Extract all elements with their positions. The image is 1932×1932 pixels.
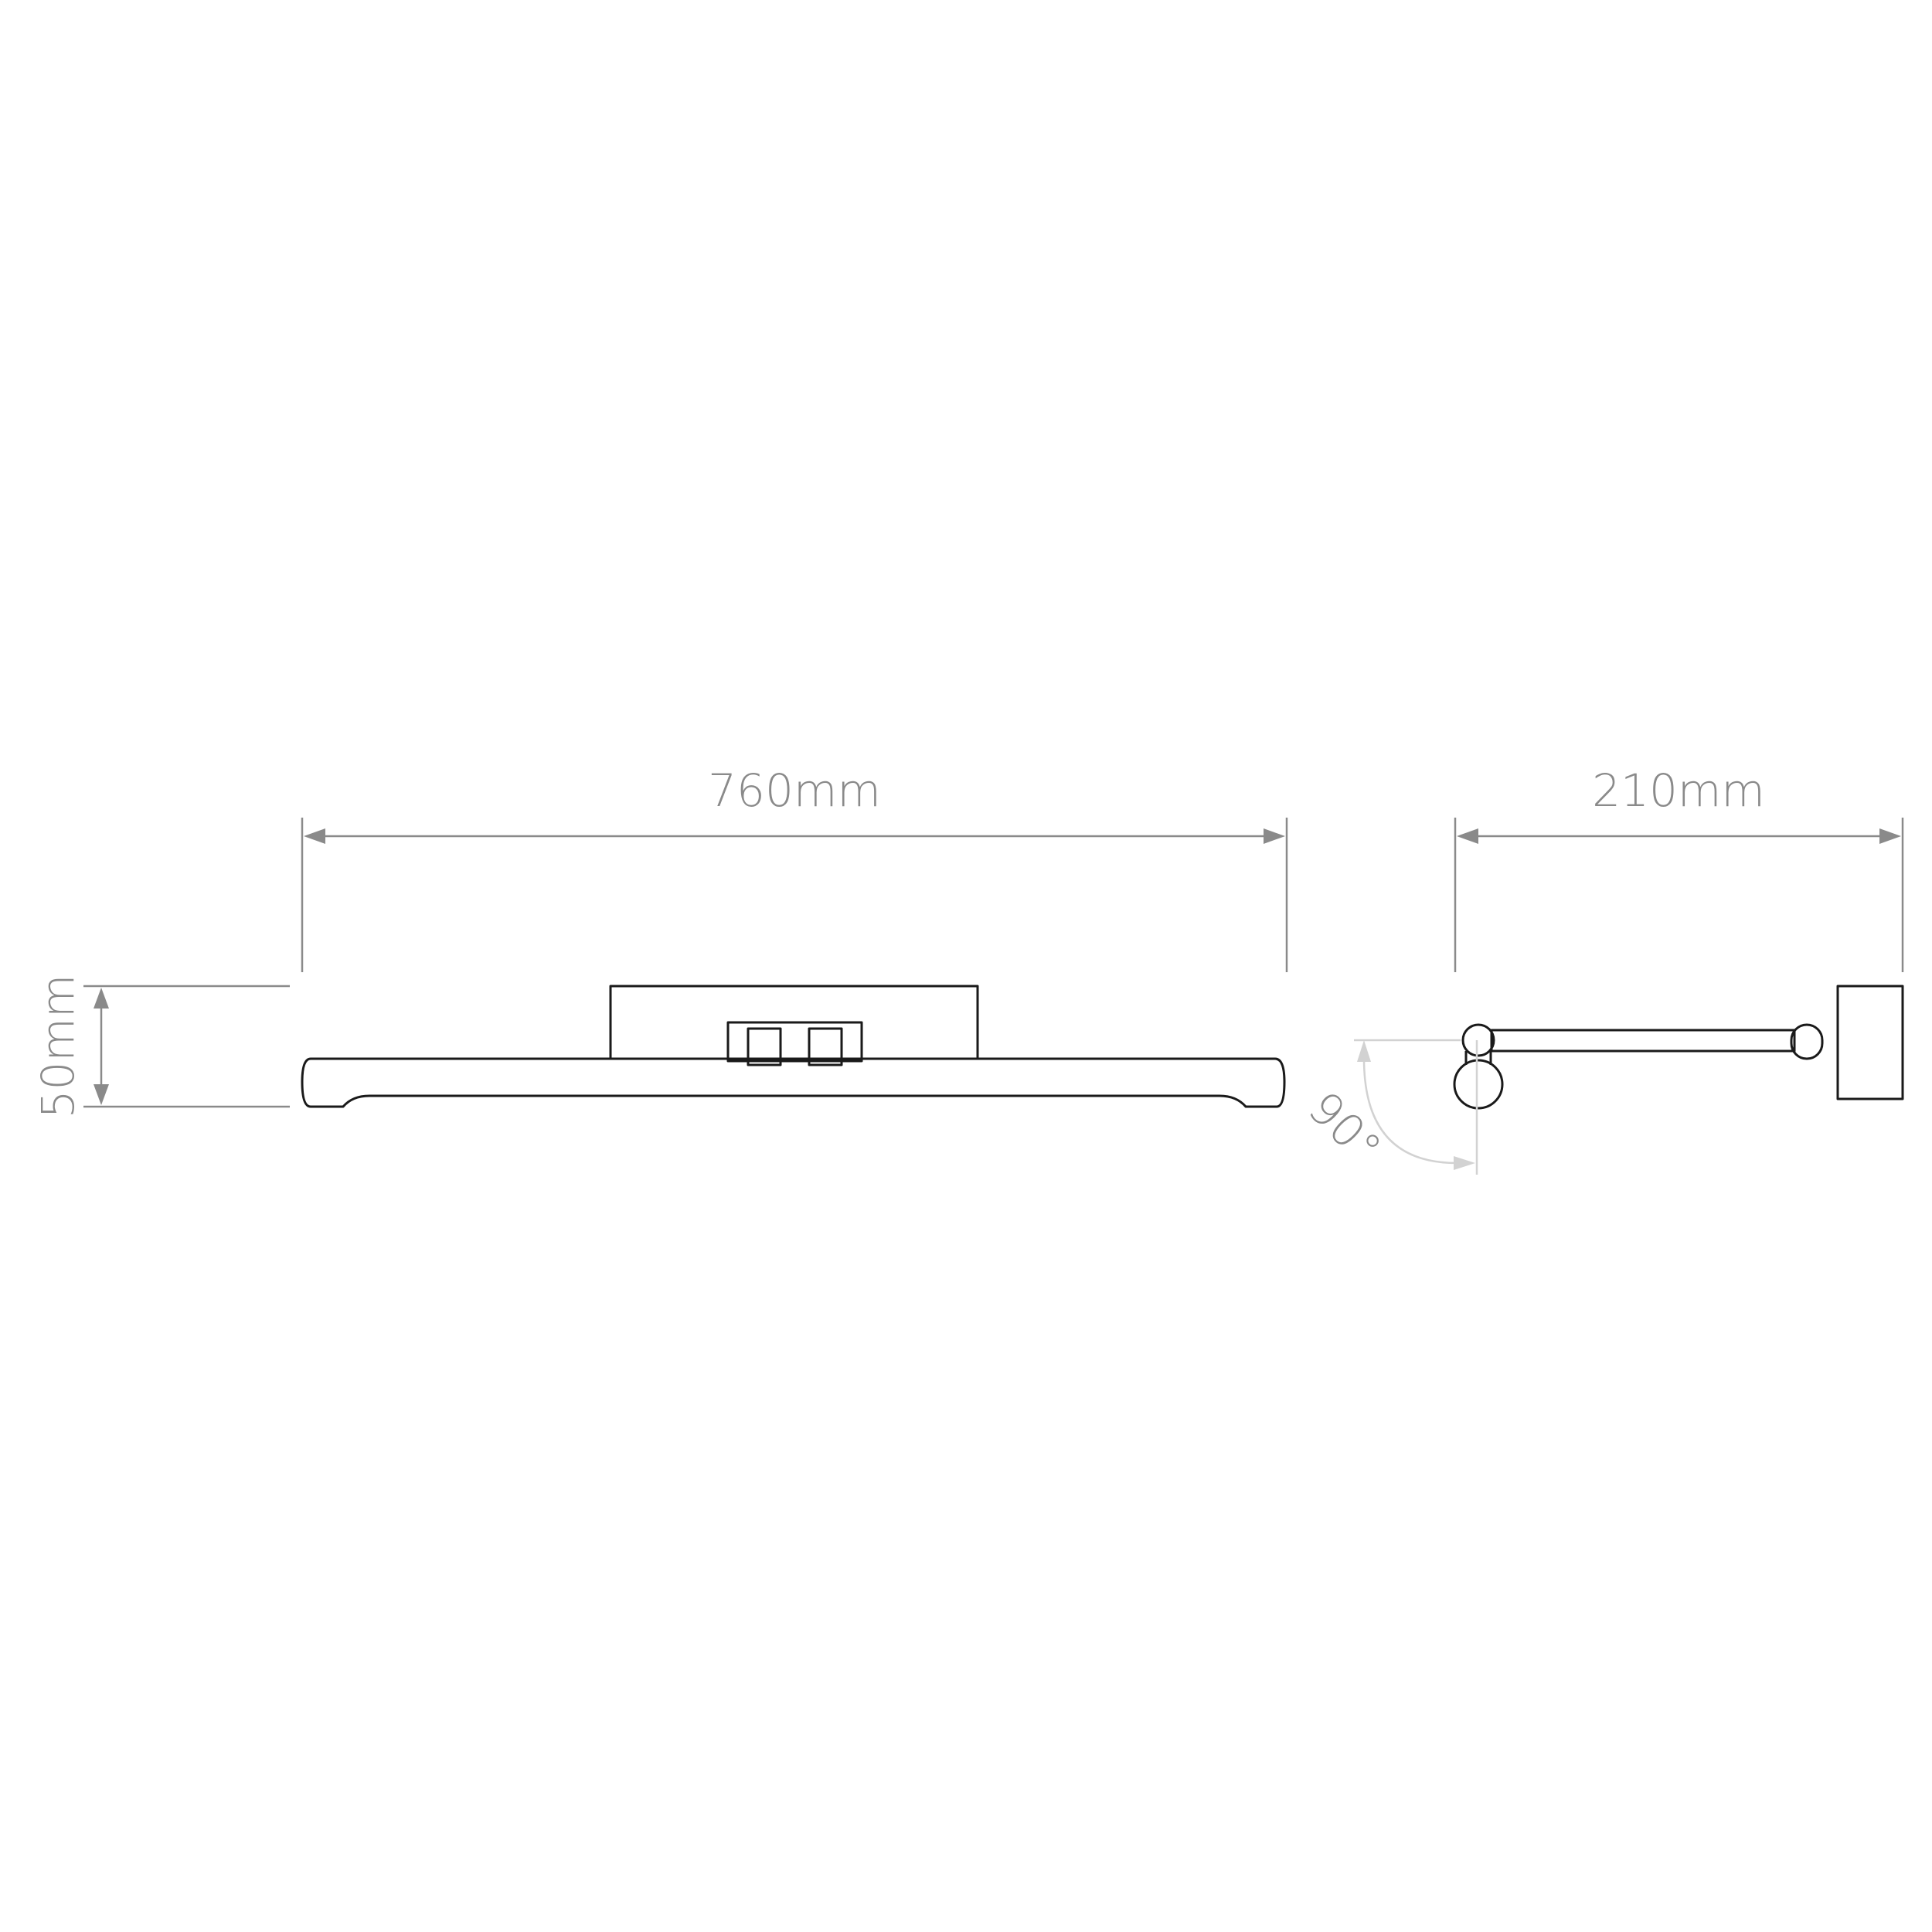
depth-arrow-right bbox=[1879, 828, 1901, 844]
depth-label: 210mm bbox=[1592, 764, 1765, 817]
width-arrow-right bbox=[1264, 828, 1285, 844]
height-dimension: 50mm bbox=[32, 975, 290, 1119]
side-view bbox=[1453, 985, 1904, 1110]
front-view bbox=[301, 985, 1286, 1108]
lamp-head bbox=[1453, 1059, 1504, 1110]
width-dimension: 760mm bbox=[301, 764, 1288, 972]
depth-arrow-left bbox=[1457, 828, 1478, 844]
bracket-housing bbox=[726, 1021, 863, 1063]
width-label: 760mm bbox=[708, 764, 881, 817]
angle-arrow-top bbox=[1357, 1040, 1371, 1062]
side-wall-mount bbox=[1836, 985, 1904, 1100]
light-bar bbox=[301, 1057, 1286, 1108]
height-arrow-top bbox=[94, 988, 109, 1009]
height-label: 50mm bbox=[32, 975, 84, 1119]
width-arrow-left bbox=[304, 828, 325, 844]
bracket-clip-right bbox=[808, 1027, 843, 1066]
swivel-angle-indicator: 90° bbox=[1298, 1039, 1478, 1175]
depth-dimension: 210mm bbox=[1454, 764, 1904, 972]
wall-pivot-knuckle bbox=[1790, 1023, 1824, 1060]
angle-label: 90° bbox=[1298, 1081, 1392, 1175]
bracket-clip-left bbox=[747, 1027, 782, 1066]
swing-arm bbox=[1490, 1029, 1796, 1053]
angle-arrow-right bbox=[1454, 1156, 1475, 1170]
head-pivot-top bbox=[1461, 1023, 1495, 1057]
height-arrow-bottom bbox=[94, 1084, 109, 1105]
angle-arc bbox=[1362, 1058, 1458, 1165]
